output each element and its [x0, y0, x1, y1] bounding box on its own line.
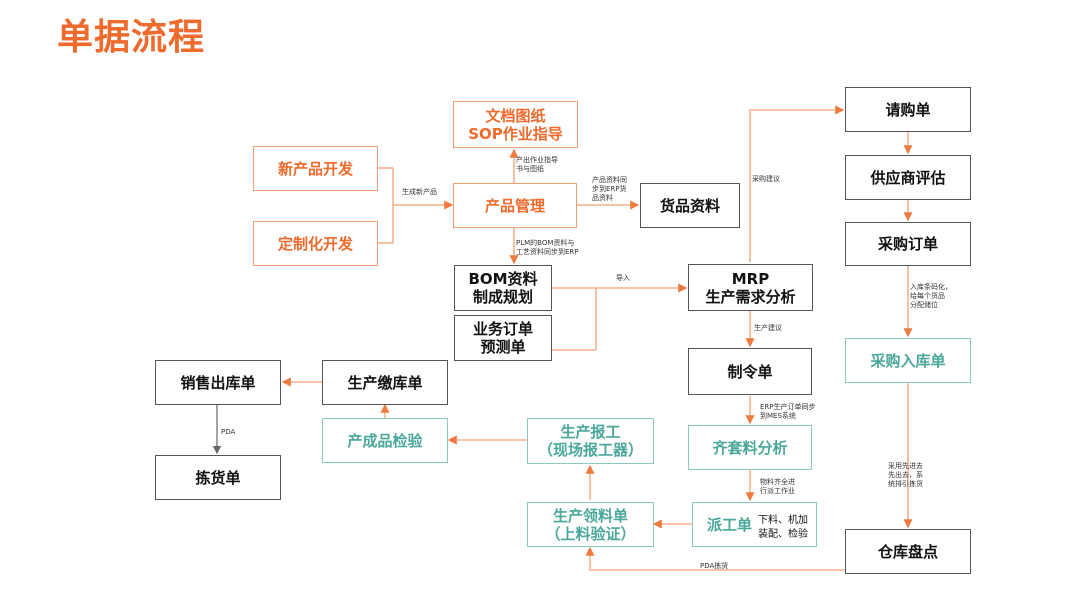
label-fifo: 采用先进去先出去，系统排引拣货 — [888, 462, 923, 488]
picking-node[interactable]: 拣货单 — [155, 455, 281, 500]
arrow-pda-pick — [585, 546, 845, 571]
goods-node[interactable]: 货品资料 — [640, 183, 740, 228]
product-mgmt-node[interactable]: 产品管理 — [453, 183, 577, 228]
label-pda: PDA — [221, 428, 236, 436]
label-sop-out: 产出作业指导书与图纸 — [516, 156, 558, 173]
dispatch-node[interactable]: 派工单 — [692, 502, 817, 547]
prod-in-node[interactable]: 生产缴库单 — [322, 360, 448, 405]
dispatch-note: 下料、机加 装配、检验 — [758, 515, 808, 540]
work-order-node[interactable]: 制令单 — [688, 348, 812, 395]
label-bom-sync: PLM的BOM资料与工艺资料同步到ERP — [516, 239, 579, 256]
qc-node[interactable]: 产成品检验 — [322, 418, 448, 463]
doc-node[interactable]: 文档图纸 SOP作业指导 — [453, 101, 578, 148]
material-req-node[interactable]: 生产领料单 （上料验证） — [527, 502, 654, 547]
supplier-eval-node[interactable]: 供应商评估 — [845, 155, 971, 200]
kit-analysis-node[interactable]: 齐套料分析 — [688, 425, 812, 470]
label-inbound-code: 入库条码化，给每个货品分配储位 — [910, 283, 952, 309]
sales-out-node[interactable]: 销售出库单 — [155, 360, 281, 405]
label-import: 导入 — [616, 274, 630, 282]
label-prod-suggest: 生产建议 — [754, 324, 782, 332]
label-erp-mes: ERP生产订单同步到MES系统 — [760, 403, 816, 420]
label-pda-pick: PDA拣货 — [700, 562, 729, 570]
purchase-order-node[interactable]: 采购订单 — [845, 222, 971, 266]
mrp-node[interactable]: MRP 生产需求分析 — [688, 264, 813, 311]
bom-node[interactable]: BOM资料 制成规划 — [454, 265, 552, 311]
label-kit-dispatch: 物料齐全进行派工作业 — [760, 478, 795, 495]
purchase-req-node[interactable]: 请购单 — [845, 87, 971, 132]
label-gen-product: 生成新产品 — [402, 188, 437, 196]
label-sync-goods: 产品资料同步到ERP货品资料 — [592, 176, 627, 202]
warehouse-node[interactable]: 仓库盘点 — [845, 529, 971, 574]
custom-dev-node[interactable]: 定制化开发 — [253, 221, 378, 266]
purchase-in-node[interactable]: 采购入库单 — [845, 338, 971, 383]
report-node[interactable]: 生产报工 （现场报工器） — [527, 418, 654, 464]
new-product-node[interactable]: 新产品开发 — [253, 146, 378, 191]
sales-order-node[interactable]: 业务订单 预测单 — [454, 315, 552, 361]
arrow-to-purchase-req — [749, 105, 845, 262]
label-purchase-suggest: 采购建议 — [752, 175, 780, 183]
page-title: 单据流程 — [57, 17, 206, 58]
